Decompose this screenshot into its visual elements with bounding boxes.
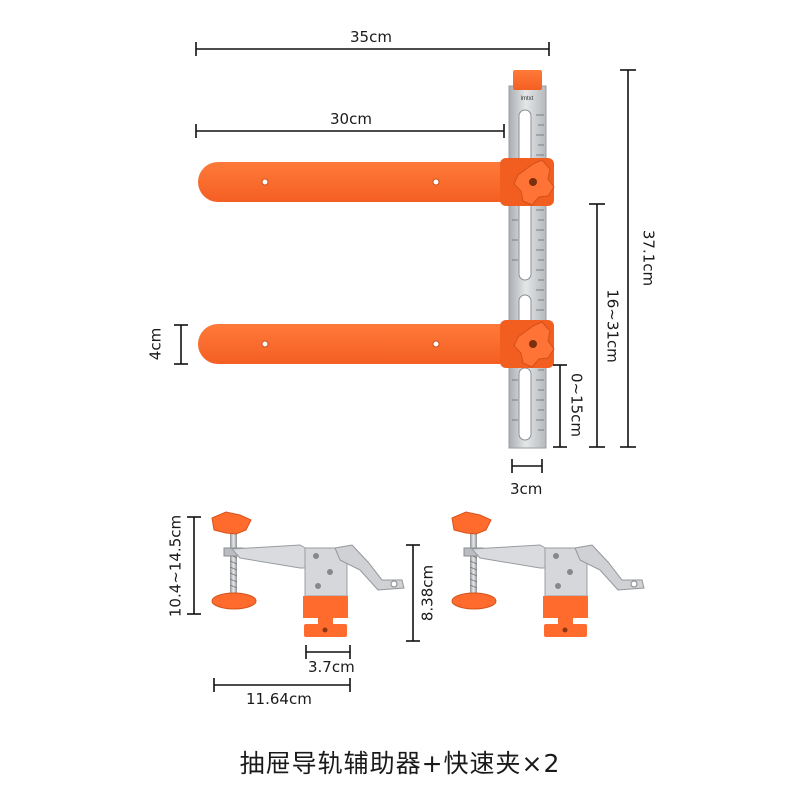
upper-arm xyxy=(198,158,555,206)
dim-arm-spacing xyxy=(589,203,605,448)
clamp-1-top-knob xyxy=(211,511,252,535)
steel-rail xyxy=(508,70,547,449)
label-clamp-height: 10.4~14.5cm xyxy=(166,514,185,618)
label-arm-width: 4cm xyxy=(146,327,165,361)
label-clamp-length: 11.64cm xyxy=(246,690,312,708)
label-guide-height: 37.1cm xyxy=(639,229,658,287)
dim-rail-width xyxy=(511,459,543,473)
dim-clamp-height xyxy=(187,516,201,615)
quick-clamp-2 xyxy=(451,511,645,637)
label-arm-spacing: 16~31cm xyxy=(603,289,622,363)
dim-arm-width xyxy=(174,324,188,365)
clamp-2-top-knob xyxy=(451,511,492,535)
label-lower-range: 0~15cm xyxy=(567,372,586,438)
dim-clamp-length xyxy=(213,678,351,692)
label-guide-width: 35cm xyxy=(350,28,392,46)
dim-arm-length xyxy=(195,124,505,138)
label-clamp-jaw-width: 3.7cm xyxy=(308,658,355,676)
label-rail-width: 3cm xyxy=(510,480,543,498)
label-clamp-body-height: 8.38cm xyxy=(418,564,437,622)
rail-brand: lmtxt xyxy=(521,96,534,102)
dim-clamp-body-height xyxy=(406,544,420,642)
dim-guide-width xyxy=(195,42,550,56)
dim-clamp-jaw-width xyxy=(305,645,351,659)
dim-lower-range xyxy=(553,364,567,448)
product-caption: 抽屉导轨辅助器+快速夹×2 xyxy=(239,749,561,778)
label-arm-length: 30cm xyxy=(330,110,372,128)
lower-arm xyxy=(198,320,555,368)
dim-guide-height xyxy=(620,69,636,448)
quick-clamp-1 xyxy=(211,511,405,637)
